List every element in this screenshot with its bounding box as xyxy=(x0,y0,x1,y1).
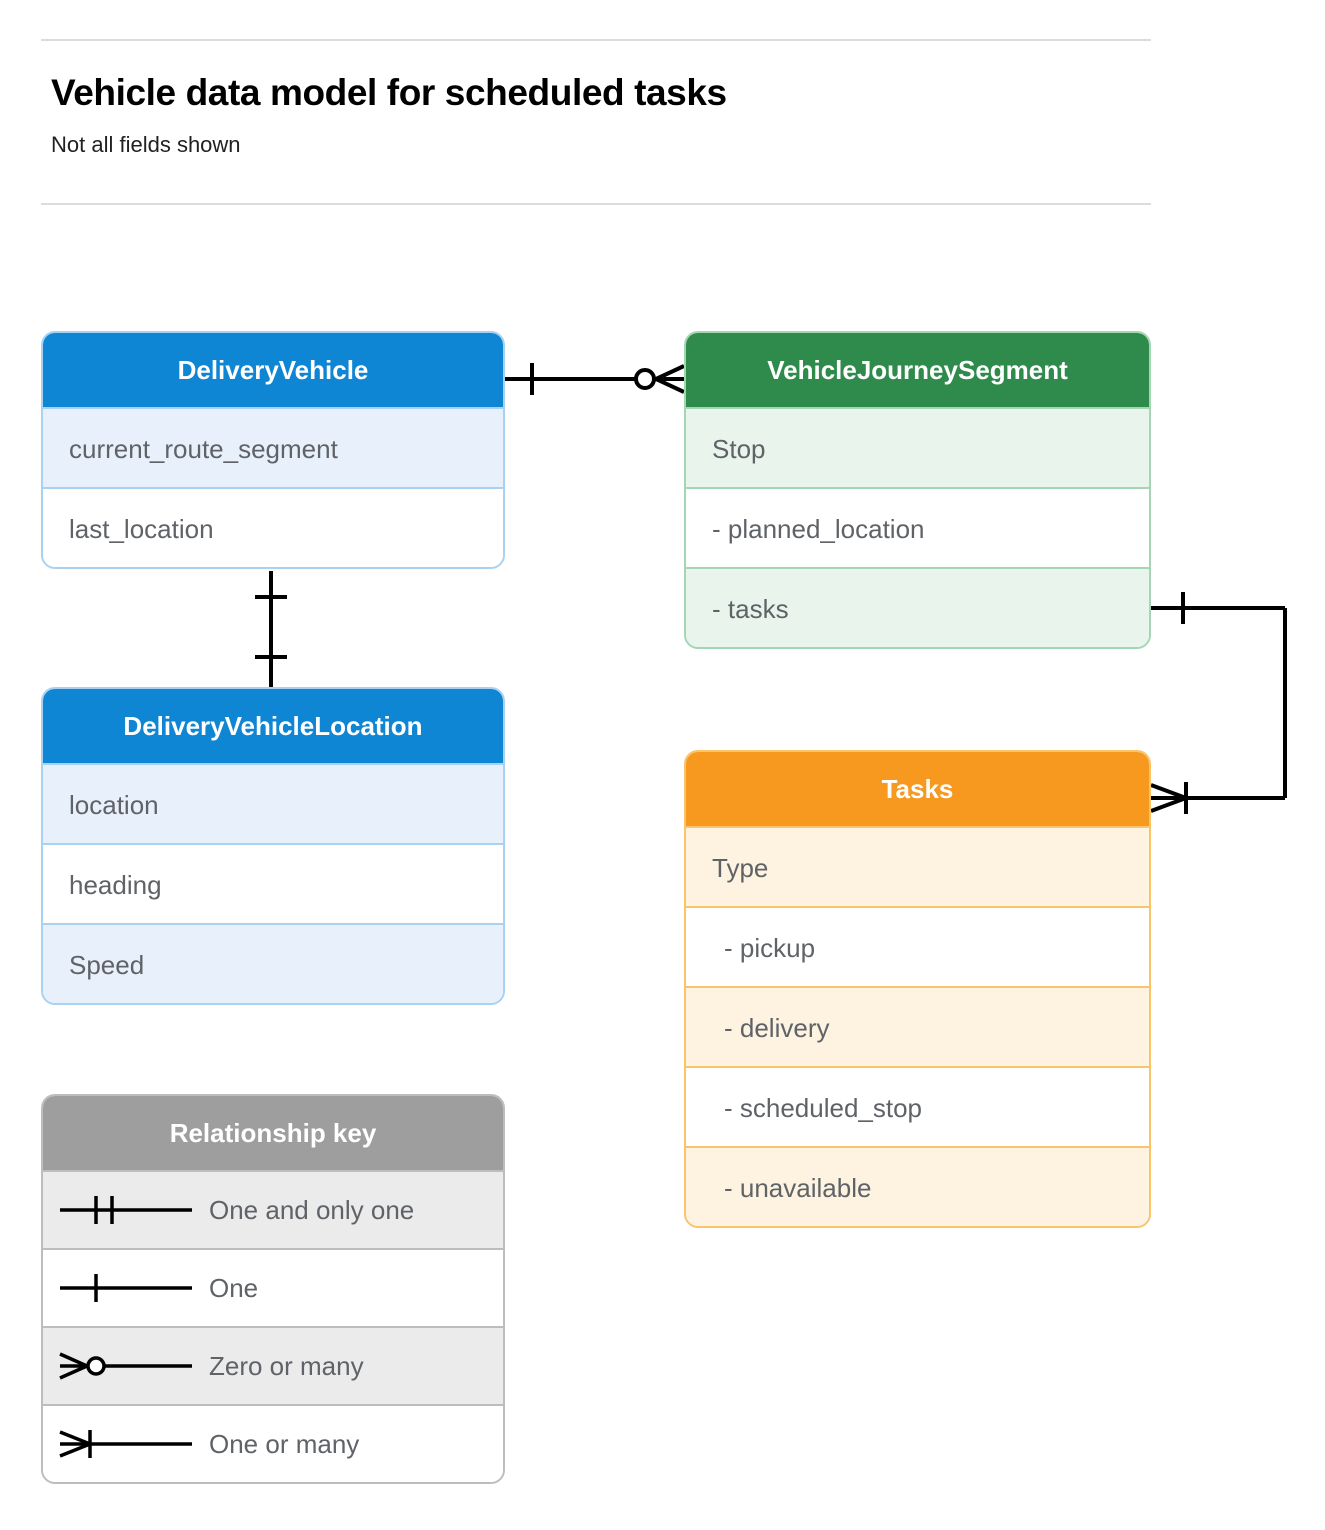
one-icon xyxy=(43,1268,209,1308)
entity-field-location: location xyxy=(43,763,503,843)
one-or-many-icon xyxy=(43,1424,209,1464)
legend-label-one-or-many: One or many xyxy=(209,1428,360,1459)
entity-field-tasks: - tasks xyxy=(686,567,1149,647)
zero-or-many-icon xyxy=(43,1346,209,1386)
legend-label-one-and-only-one: One and only one xyxy=(209,1194,415,1225)
entity-field-speed: Speed xyxy=(43,923,503,1003)
legend-item-one: One xyxy=(43,1248,503,1326)
legend-label-zero-or-many: Zero or many xyxy=(209,1350,364,1381)
legend-item-zero-or-many: Zero or many xyxy=(43,1326,503,1404)
connector-vehicle-to-vehicle-location xyxy=(255,571,287,687)
entity-header-delivery-vehicle-location: DeliveryVehicleLocation xyxy=(43,689,503,763)
entity-delivery-vehicle[interactable]: DeliveryVehicle current_route_segment la… xyxy=(41,331,505,569)
entity-field-type: Type xyxy=(686,826,1149,906)
entity-field-scheduled-stop: - scheduled_stop xyxy=(686,1066,1149,1146)
header-divider-bottom xyxy=(41,203,1151,205)
entity-field-pickup: - pickup xyxy=(686,906,1149,986)
entity-field-unavailable: - unavailable xyxy=(686,1146,1149,1226)
connector-vehicle-to-journey-segment xyxy=(505,363,685,395)
entity-field-delivery: - delivery xyxy=(686,986,1149,1066)
one-and-only-one-icon xyxy=(43,1190,209,1230)
entity-field-heading: heading xyxy=(43,843,503,923)
legend-title: Relationship key xyxy=(43,1096,503,1170)
legend-item-one-and-only-one: One and only one xyxy=(43,1170,503,1248)
relationship-key-legend: Relationship key One and only one One xyxy=(41,1094,505,1484)
entity-field-last-location: last_location xyxy=(43,487,503,567)
entity-header-delivery-vehicle: DeliveryVehicle xyxy=(43,333,503,407)
legend-label-one: One xyxy=(209,1272,259,1303)
page-title: Vehicle data model for scheduled tasks xyxy=(51,72,727,113)
entity-header-vehicle-journey-segment: VehicleJourneySegment xyxy=(686,333,1149,407)
entity-header-tasks: Tasks xyxy=(686,752,1149,826)
page-subtitle: Not all fields shown xyxy=(51,132,241,157)
entity-tasks[interactable]: Tasks Type - pickup - delivery - schedul… xyxy=(684,750,1151,1228)
entity-field-planned-location: - planned_location xyxy=(686,487,1149,567)
connector-journey-segment-tasks-to-tasks xyxy=(1150,592,1287,814)
entity-field-stop: Stop xyxy=(686,407,1149,487)
legend-item-one-or-many: One or many xyxy=(43,1404,503,1482)
entity-field-current-route-segment: current_route_segment xyxy=(43,407,503,487)
header-divider-top xyxy=(41,39,1151,41)
entity-vehicle-journey-segment[interactable]: VehicleJourneySegment Stop - planned_loc… xyxy=(684,331,1151,649)
entity-delivery-vehicle-location[interactable]: DeliveryVehicleLocation location heading… xyxy=(41,687,505,1005)
